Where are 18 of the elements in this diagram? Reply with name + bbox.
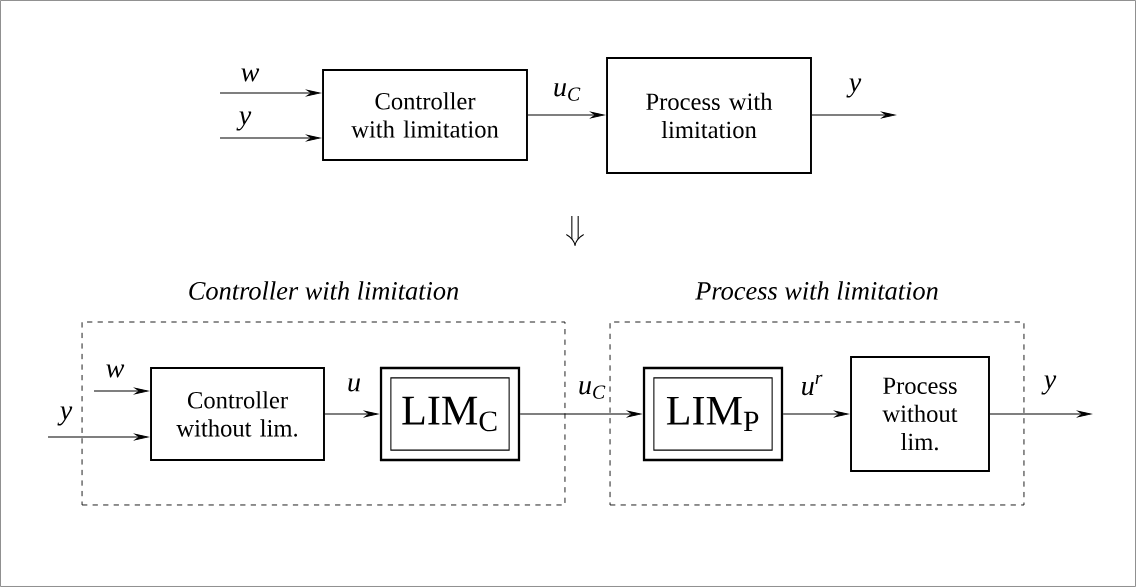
limiter-box: LIM$_{P}$ [642, 366, 784, 462]
block-box: Controller with limitation [322, 69, 528, 161]
signal-label: y [57, 406, 73, 426]
signal-label: u [348, 378, 360, 392]
group-heading: Process with limitation [695, 281, 938, 300]
signal-label: u$_{C}$ [579, 381, 606, 399]
group-heading: Controller with limitation [189, 281, 459, 300]
signal-label: u$^{r}$ [802, 374, 823, 396]
signal-label: y [236, 111, 252, 131]
block-box: Process without lim. [850, 356, 990, 472]
signal-label: w [106, 364, 125, 378]
signal-label: w [241, 68, 260, 82]
signal-label: y [846, 78, 862, 98]
signal-label: u$_{C}$ [554, 83, 581, 101]
limiter-box: LIM$_{C}$ [379, 366, 521, 462]
block-box: Controller without lim. [150, 367, 325, 461]
block-box: Process with limitation [606, 57, 812, 174]
signal-label: y [1041, 375, 1057, 395]
